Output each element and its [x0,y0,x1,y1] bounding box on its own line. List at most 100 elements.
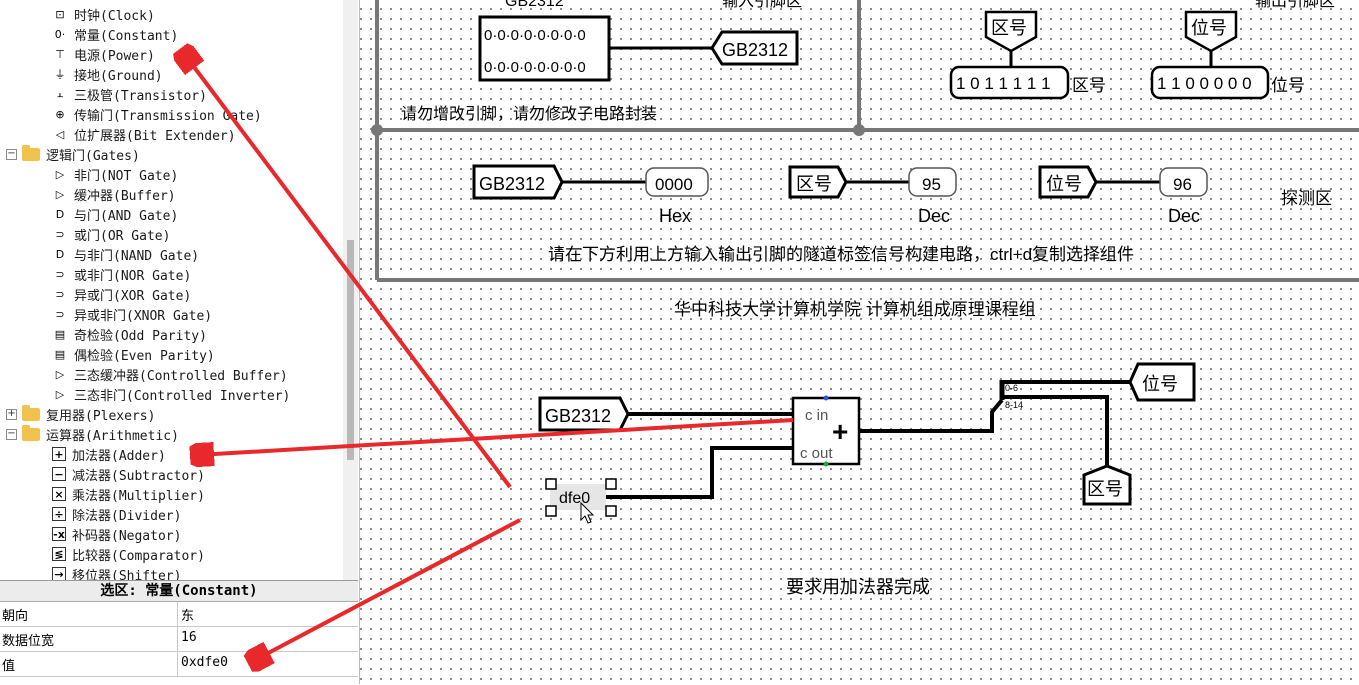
tunnel-zone-top[interactable]: 区号 [984,10,1038,53]
tree-item-label: 三态非门(Controlled Inverter) [74,388,291,404]
tree-item[interactable]: ▷三态缓冲器(Controlled Buffer) [52,364,288,384]
attribute-panel: 选区: 常量(Constant) 朝向 东 数据位宽 16 值 0xdfe0 [0,580,358,685]
pin-bits-row1: 0·0·0·0·0·0·0·0 [484,27,586,44]
tree-item[interactable]: 0·常量(Constant) [52,24,179,44]
tree-item[interactable]: ⊕传输门(Transmission Gate) [52,104,261,124]
tunnel-label: 位号 [1046,174,1082,194]
tree-item-label: 或门(OR Gate) [74,228,171,244]
tree-item[interactable]: ⊃异或非门(XNOR Gate) [52,304,212,324]
tree-item-label: 非门(NOT Gate) [74,168,179,184]
xnor-gate-icon: ⊃ [55,307,65,321]
tunnel-gb2312-probe[interactable]: GB2312 [472,164,564,200]
comparator-icon: ≶ [52,547,66,561]
folder-label: 运算器(Arithmetic) [46,428,179,444]
tree-item[interactable]: +加法器(Adder) [52,444,166,464]
tunnel-zone-probe[interactable]: 区号 [788,165,848,199]
nor-gate-icon: ⊃ [55,267,65,281]
tree-item[interactable]: −减法器(Subtractor) [52,464,205,484]
collapse-icon[interactable]: − [6,148,17,160]
tree-item[interactable]: D 与门(AND Gate) [52,204,179,224]
attr-value[interactable]: 0xdfe0 [181,655,228,670]
component-tree[interactable]: ⊡时钟(Clock)0·常量(Constant)⊤电源(Power)⏚接地(Gr… [0,0,344,580]
tree-item-label: 时钟(Clock) [74,8,155,24]
tree-item[interactable]: ▷ 三态非门(Controlled Inverter) [52,384,291,404]
tree-item[interactable]: →移位器(Shifter) [52,564,181,580]
tree-item[interactable]: ◁位扩展器(Bit Extender) [52,124,236,144]
tree-item[interactable]: ≶ 比较器(Comparator) [52,544,205,564]
probe-zone[interactable]: 95 [908,167,957,197]
tree-item[interactable]: ÷除法器(Divider) [52,504,181,524]
input-pin-gb2312[interactable]: 0·0·0·0·0·0·0·0 0·0·0·0·0·0·0·0 [478,15,611,82]
shifter-icon: → [52,567,66,580]
tree-item[interactable]: ⫠三极管(Transistor) [52,84,207,104]
adder-icon: + [52,447,66,461]
tree-item[interactable]: ⊡时钟(Clock) [52,4,155,24]
tree-item-label: 乘法器(Multiplier) [72,488,205,504]
nand-gate-icon: D [55,247,65,261]
collapse-icon[interactable]: − [6,428,17,440]
attr-row-width[interactable]: 数据位宽 16 [0,627,358,652]
output-area-label: 输出引脚区 [1255,0,1335,10]
tree-scrollbar[interactable] [343,0,358,580]
tree-item-label: 接地(Ground) [74,68,163,84]
tunnel-pos-probe[interactable]: 位号 [1038,165,1098,199]
attr-row-value[interactable]: 值 0xdfe0 [0,652,358,677]
probe-gb2312[interactable]: 0000 [645,167,709,197]
transistor-icon: ⫠ [56,87,64,100]
attr-value[interactable]: 东 [181,609,195,624]
expand-icon[interactable]: + [6,408,17,420]
tree-folder-plexers[interactable]: + 复用器(Plexers) [6,404,155,424]
scrollbar-thumb[interactable] [347,240,354,460]
tree-item-label: 比较器(Comparator) [72,548,205,564]
tree-item[interactable]: ⏚接地(Ground) [52,64,163,84]
tree-item[interactable]: ⊃异或门(XOR Gate) [52,284,191,304]
constant-icon: 0· [54,27,66,41]
tunnel-gb2312-circuit[interactable]: GB2312 [538,396,630,432]
probe-value: 96 [1173,175,1192,194]
tree-item[interactable]: ⊤电源(Power) [52,44,155,64]
tunnel-pos-top[interactable]: 位号 [1184,10,1238,53]
and-gate-icon: D [55,207,65,221]
probe-pos[interactable]: 96 [1159,167,1208,197]
attr-row-facing[interactable]: 朝向 东 [0,602,358,627]
output-pin-pos[interactable]: 1 1 0 0 0 0 0 [1150,65,1270,100]
tree-item[interactable]: ⊃ 或门(OR Gate) [52,224,170,244]
tree-item[interactable]: ▷缓冲器(Buffer) [52,184,176,204]
tree-folder-gates[interactable]: − 逻辑门(Gates) [6,144,140,164]
tree-item[interactable]: ▷非门(NOT Gate) [52,164,179,184]
tree-item[interactable]: ▤奇检验(Odd Parity) [52,324,207,344]
constant-selected[interactable]: dfe0 [545,478,617,517]
note-build: 请在下方利用上方输入输出引脚的隧道标签信号构建电路，ctrl+d复制选择组件 [548,245,1134,264]
attr-value[interactable]: 16 [181,630,197,645]
pin-bits-row2: 0·0·0·0·0·0·0·0 [484,59,586,76]
controlled-inverter-icon: ▷ [55,387,65,401]
circuit-canvas[interactable]: GB2312 输入引脚区 0·0·0·0·0·0·0·0 0·0·0·0·0·0… [359,0,1359,684]
input-area-label: 输入引脚区 [722,0,802,10]
tree-item[interactable]: ×乘法器(Multiplier) [52,484,205,504]
tree-item[interactable]: ⊃或非门(NOR Gate) [52,264,191,284]
probe-value: 0000 [655,175,693,194]
or-gate-icon: ⊃ [55,227,65,241]
tree-item-label: 异或门(XOR Gate) [74,288,192,304]
buffer-icon: ▷ [55,187,65,201]
tree-item-label: 与门(AND Gate) [74,208,179,224]
probe-radix: Dec [1168,206,1200,226]
divider-icon: ÷ [52,507,66,521]
tree-item-label: 减法器(Subtractor) [72,468,205,484]
tree-item[interactable]: ▤偶检验(Even Parity) [52,344,215,364]
negator-icon: -x [52,527,66,541]
power-icon: ⊤ [55,47,65,61]
output-pin-zone[interactable]: 1 0 1 1 1 1 1 [949,65,1070,100]
transmission-gate-icon: ⊕ [55,107,65,121]
tunnel-zone-circuit[interactable]: 区号 [1082,464,1132,506]
tunnel-pos-circuit[interactable]: 位号 [1128,362,1196,402]
splitter-label-2: 8-14 [1005,400,1023,410]
probe-area-label: 探测区 [1281,189,1332,208]
tree-folder-arithmetic[interactable]: − 运算器(Arithmetic) [6,424,179,444]
tunnel-label: 位号 [1191,18,1227,38]
adder[interactable]: c in c out + [791,395,861,467]
pos-pin-label: 位号 [1271,76,1305,95]
tunnel-gb2312-top[interactable]: GB2312 [710,30,799,66]
